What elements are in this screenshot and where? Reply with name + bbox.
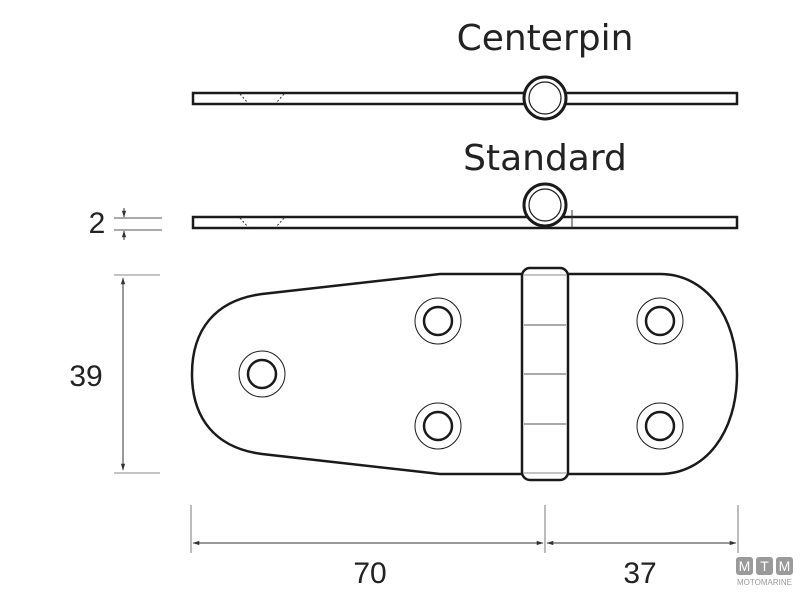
centerpin-label: Centerpin — [457, 18, 634, 59]
right-leaf — [565, 272, 739, 476]
logo-text: MOTOMARINE — [737, 578, 792, 587]
screw-hole — [238, 350, 286, 398]
standard-label: Standard — [463, 138, 627, 179]
thickness-value: 2 — [89, 207, 106, 240]
logo-letter: T — [760, 558, 769, 574]
screw-hole — [414, 297, 462, 345]
length-dimension: 70 37 — [190, 505, 739, 590]
left-leaf — [190, 272, 525, 476]
knuckle — [520, 266, 570, 482]
standard-profile — [191, 182, 739, 230]
screw-hole — [636, 297, 684, 345]
motomarine-logo: M T M MOTOMARINE — [736, 557, 793, 587]
screw-hole — [414, 402, 462, 450]
length-left-value: 70 — [353, 557, 386, 590]
logo-letter: M — [739, 558, 751, 574]
logo-letter: M — [779, 558, 791, 574]
length-right-value: 37 — [623, 557, 656, 590]
height-dimension: 39 — [69, 274, 160, 474]
height-value: 39 — [69, 360, 102, 393]
thickness-dimension: 2 — [89, 207, 162, 240]
centerpin-profile — [191, 75, 739, 121]
screw-hole — [636, 402, 684, 450]
